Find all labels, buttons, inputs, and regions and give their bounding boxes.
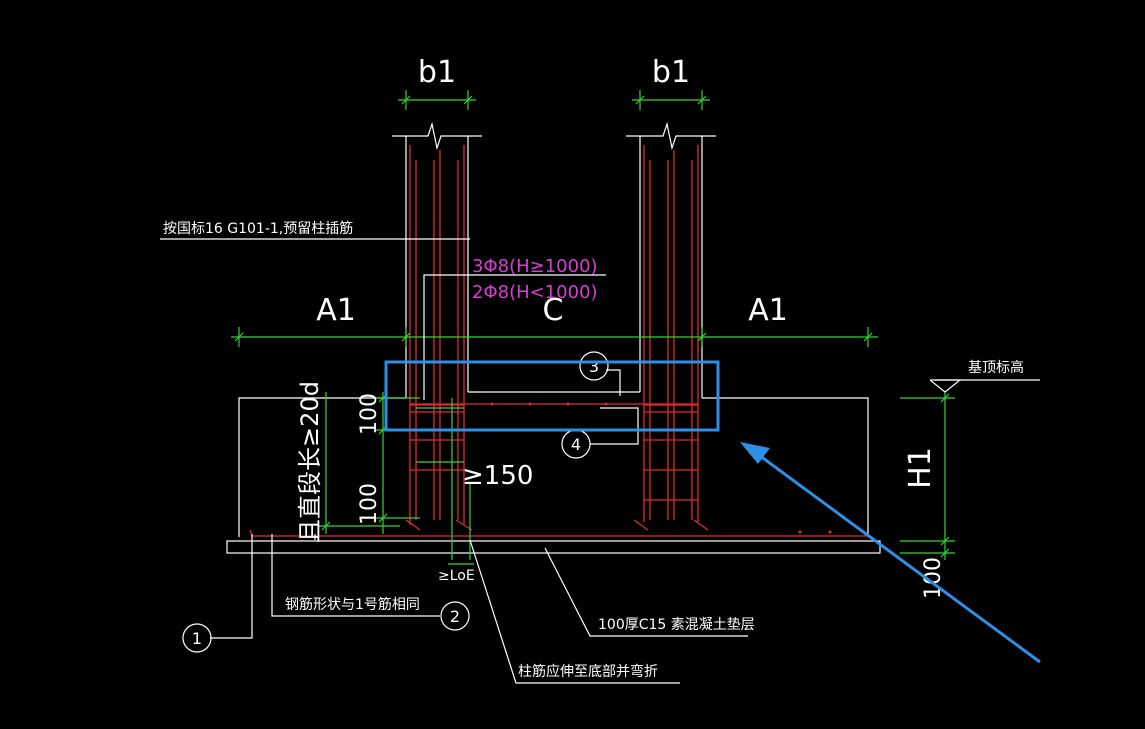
dim-100-top: 100 [357,393,382,435]
callout-4-label: 4 [571,435,581,454]
dim-100-bottom: 100 [357,483,382,525]
note-top-elevation: 基顶标高 [968,359,1024,376]
callout-3-label: 3 [589,357,599,376]
note-stirrup-2: 2Φ8(H<1000) [472,282,598,303]
rebar-group [249,145,868,537]
note-rebar-shape: 钢筋形状与1号筋相同 [285,596,420,613]
dim-b1-left: b1 [418,55,456,90]
note-stirrup-3: 3Φ8(H≥1000) [472,256,598,277]
dim-a1-left: A1 [316,293,356,328]
dim-b1-right: b1 [652,55,690,90]
callout-2: 2 [440,601,470,631]
highlight-box [384,360,720,432]
dimension-lines [231,90,955,565]
dim-a1-right: A1 [748,293,788,328]
note-bed-layer: 100厚C15 素混凝土垫层 [598,617,755,633]
callout-3: 3 [579,351,609,381]
note-column-dowel: 按国标16 G101-1,预留柱插筋 [163,220,353,237]
leader-lines [160,238,1040,684]
callout-2-label: 2 [450,607,460,626]
note-column-bar-bend: 柱筋应伸至底部并弯折 [518,663,658,680]
callout-1-label: 1 [192,629,202,648]
callout-4: 4 [561,429,591,459]
concrete-outline [226,121,881,554]
callout-1: 1 [182,623,212,653]
dim-loe: ≥LoE [438,568,475,584]
highlight-arrow [740,442,1041,664]
dim-c-center: C [543,293,564,328]
dim-straight-length: 且直段长≥20d [296,381,324,543]
dim-anchor-150: ≥150 [462,461,533,491]
dim-h1: H1 [903,447,938,489]
